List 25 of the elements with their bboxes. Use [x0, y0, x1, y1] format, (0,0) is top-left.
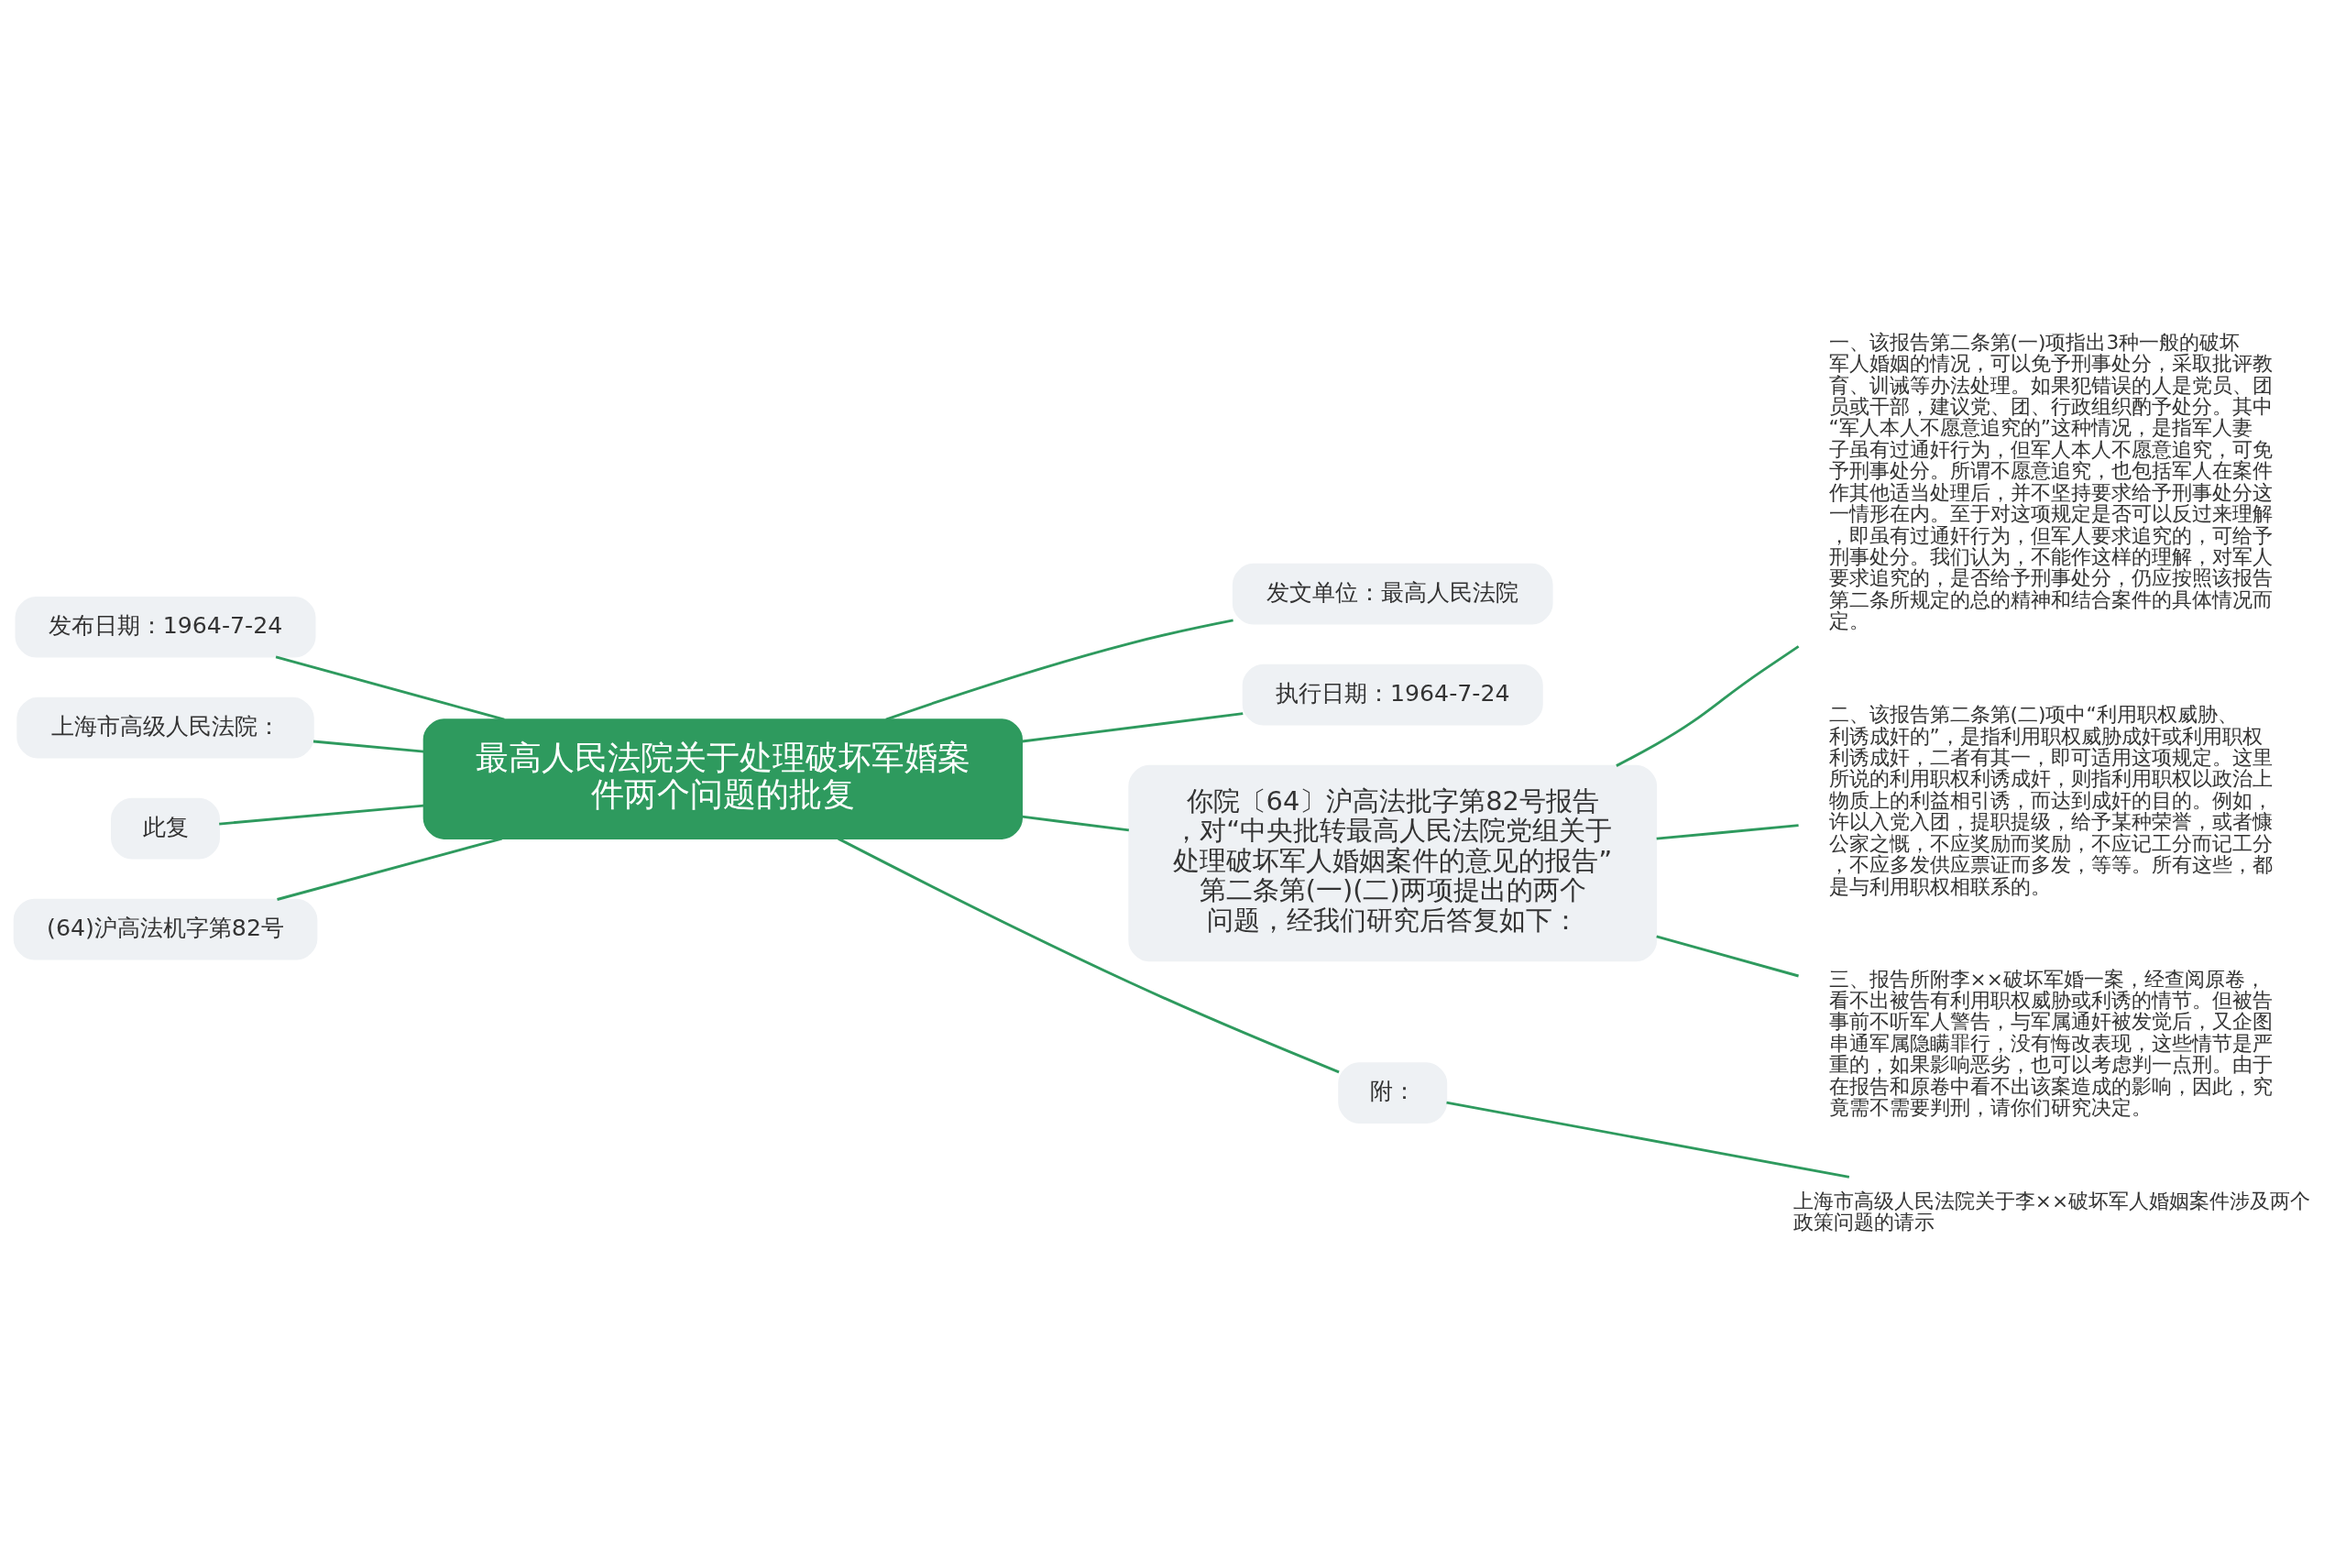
node-box: 此复 [111, 797, 220, 860]
connector [1656, 935, 1799, 978]
connector [312, 740, 424, 753]
node-box: 附： [1338, 1062, 1448, 1124]
connector [885, 619, 1233, 721]
connector [277, 837, 502, 901]
connector [1656, 824, 1799, 840]
connector [219, 804, 424, 826]
connector [1022, 815, 1130, 832]
node-text: 上海市高级人民法院关于李××破坏军人婚姻案件涉及两个政策问题的请示 [1792, 1190, 2311, 1234]
node-box: (64)沪高法机字第82号 [13, 898, 318, 960]
node-box: 执行日期：1964-7-24 [1242, 663, 1543, 726]
node-box: 你院〔64〕沪高法批字第82号报告，对“中央批转最高人民法院党组关于处理破坏军人婚姻案件的意见的报告”第二条第(一)(二)两项提出的两个问题，经我们研究后答复如下： [1128, 764, 1658, 962]
node-text: 一、该报告第二条第(一)项指出3种一般的破坏军人婚姻的情况，可以免予刑事处分，采取批评教育、训诫等办法处理。如果犯错误的人是党员、团员或干部，建议党、团、行政组织酌予处分。其中“军人本人不愿意追究的”这种情况，是指军人妻子虽有过通奸行为，但军人本人不愿意追究，可免予刑事处分。所谓不愿意追究，也包括军人在案件作其他适当处理后，并不坚持要求给予刑事处分这一情形在内。至于对这项规定是否可以反过来理解，即虽有过通奸行为，但军人要求追究的，可给予刑事处分。我们认为，不能作这样的理解，对军人要求追究的，是否给予刑事处分，仍应按照该报告第二条所规定的总的精神和结合案件的具体情况而定。 [1828, 330, 2273, 633]
connector [275, 655, 505, 721]
node-text: 三、报告所附李××破坏军婚一案，经查阅原卷，看不出被告有利用职权威胁或利诱的情节。但被告事前不听军人警告，与军属通奸被发觉后，又企图串通军属隐瞒罪行，没有悔改表现，这些情节是严重的，如果影响恶劣，也可以考虑判一点刑。由于在报告和原卷中看不出该案造成的影响，因此，究竟需不需要判刑，请你们研究决定。 [1828, 967, 2273, 1120]
node-box: 发布日期：1964-7-24 [15, 596, 316, 658]
node-box: 发文单位：最高人民法院 [1232, 563, 1553, 625]
node-box: 上海市高级人民法院： [16, 696, 314, 759]
node-box: 最高人民法院关于处理破坏军婚案件两个问题的批复 [422, 718, 1023, 839]
connector [1616, 645, 1800, 767]
node-text: 二、该报告第二条第(二)项中“利用职权威胁、利诱成奸的”，是指利用职权威胁成奸或利用职权利诱成奸，二者有其一，即可适用这项规定。这里所说的利用职权利诱成奸，则指利用职权以政治上物质上的利益相引诱，而达到成奸的目的。例如，许以入党入团，提职提级，给予某种荣誉，或者慷公家之慨，不应奖励而奖励，不应记工分而记工分，不应多发供应票证而多发，等等。所有这些，都是与利用职权相联系的。 [1828, 703, 2273, 898]
connector [1446, 1101, 1850, 1179]
connector [1022, 712, 1244, 743]
connector [838, 837, 1340, 1074]
